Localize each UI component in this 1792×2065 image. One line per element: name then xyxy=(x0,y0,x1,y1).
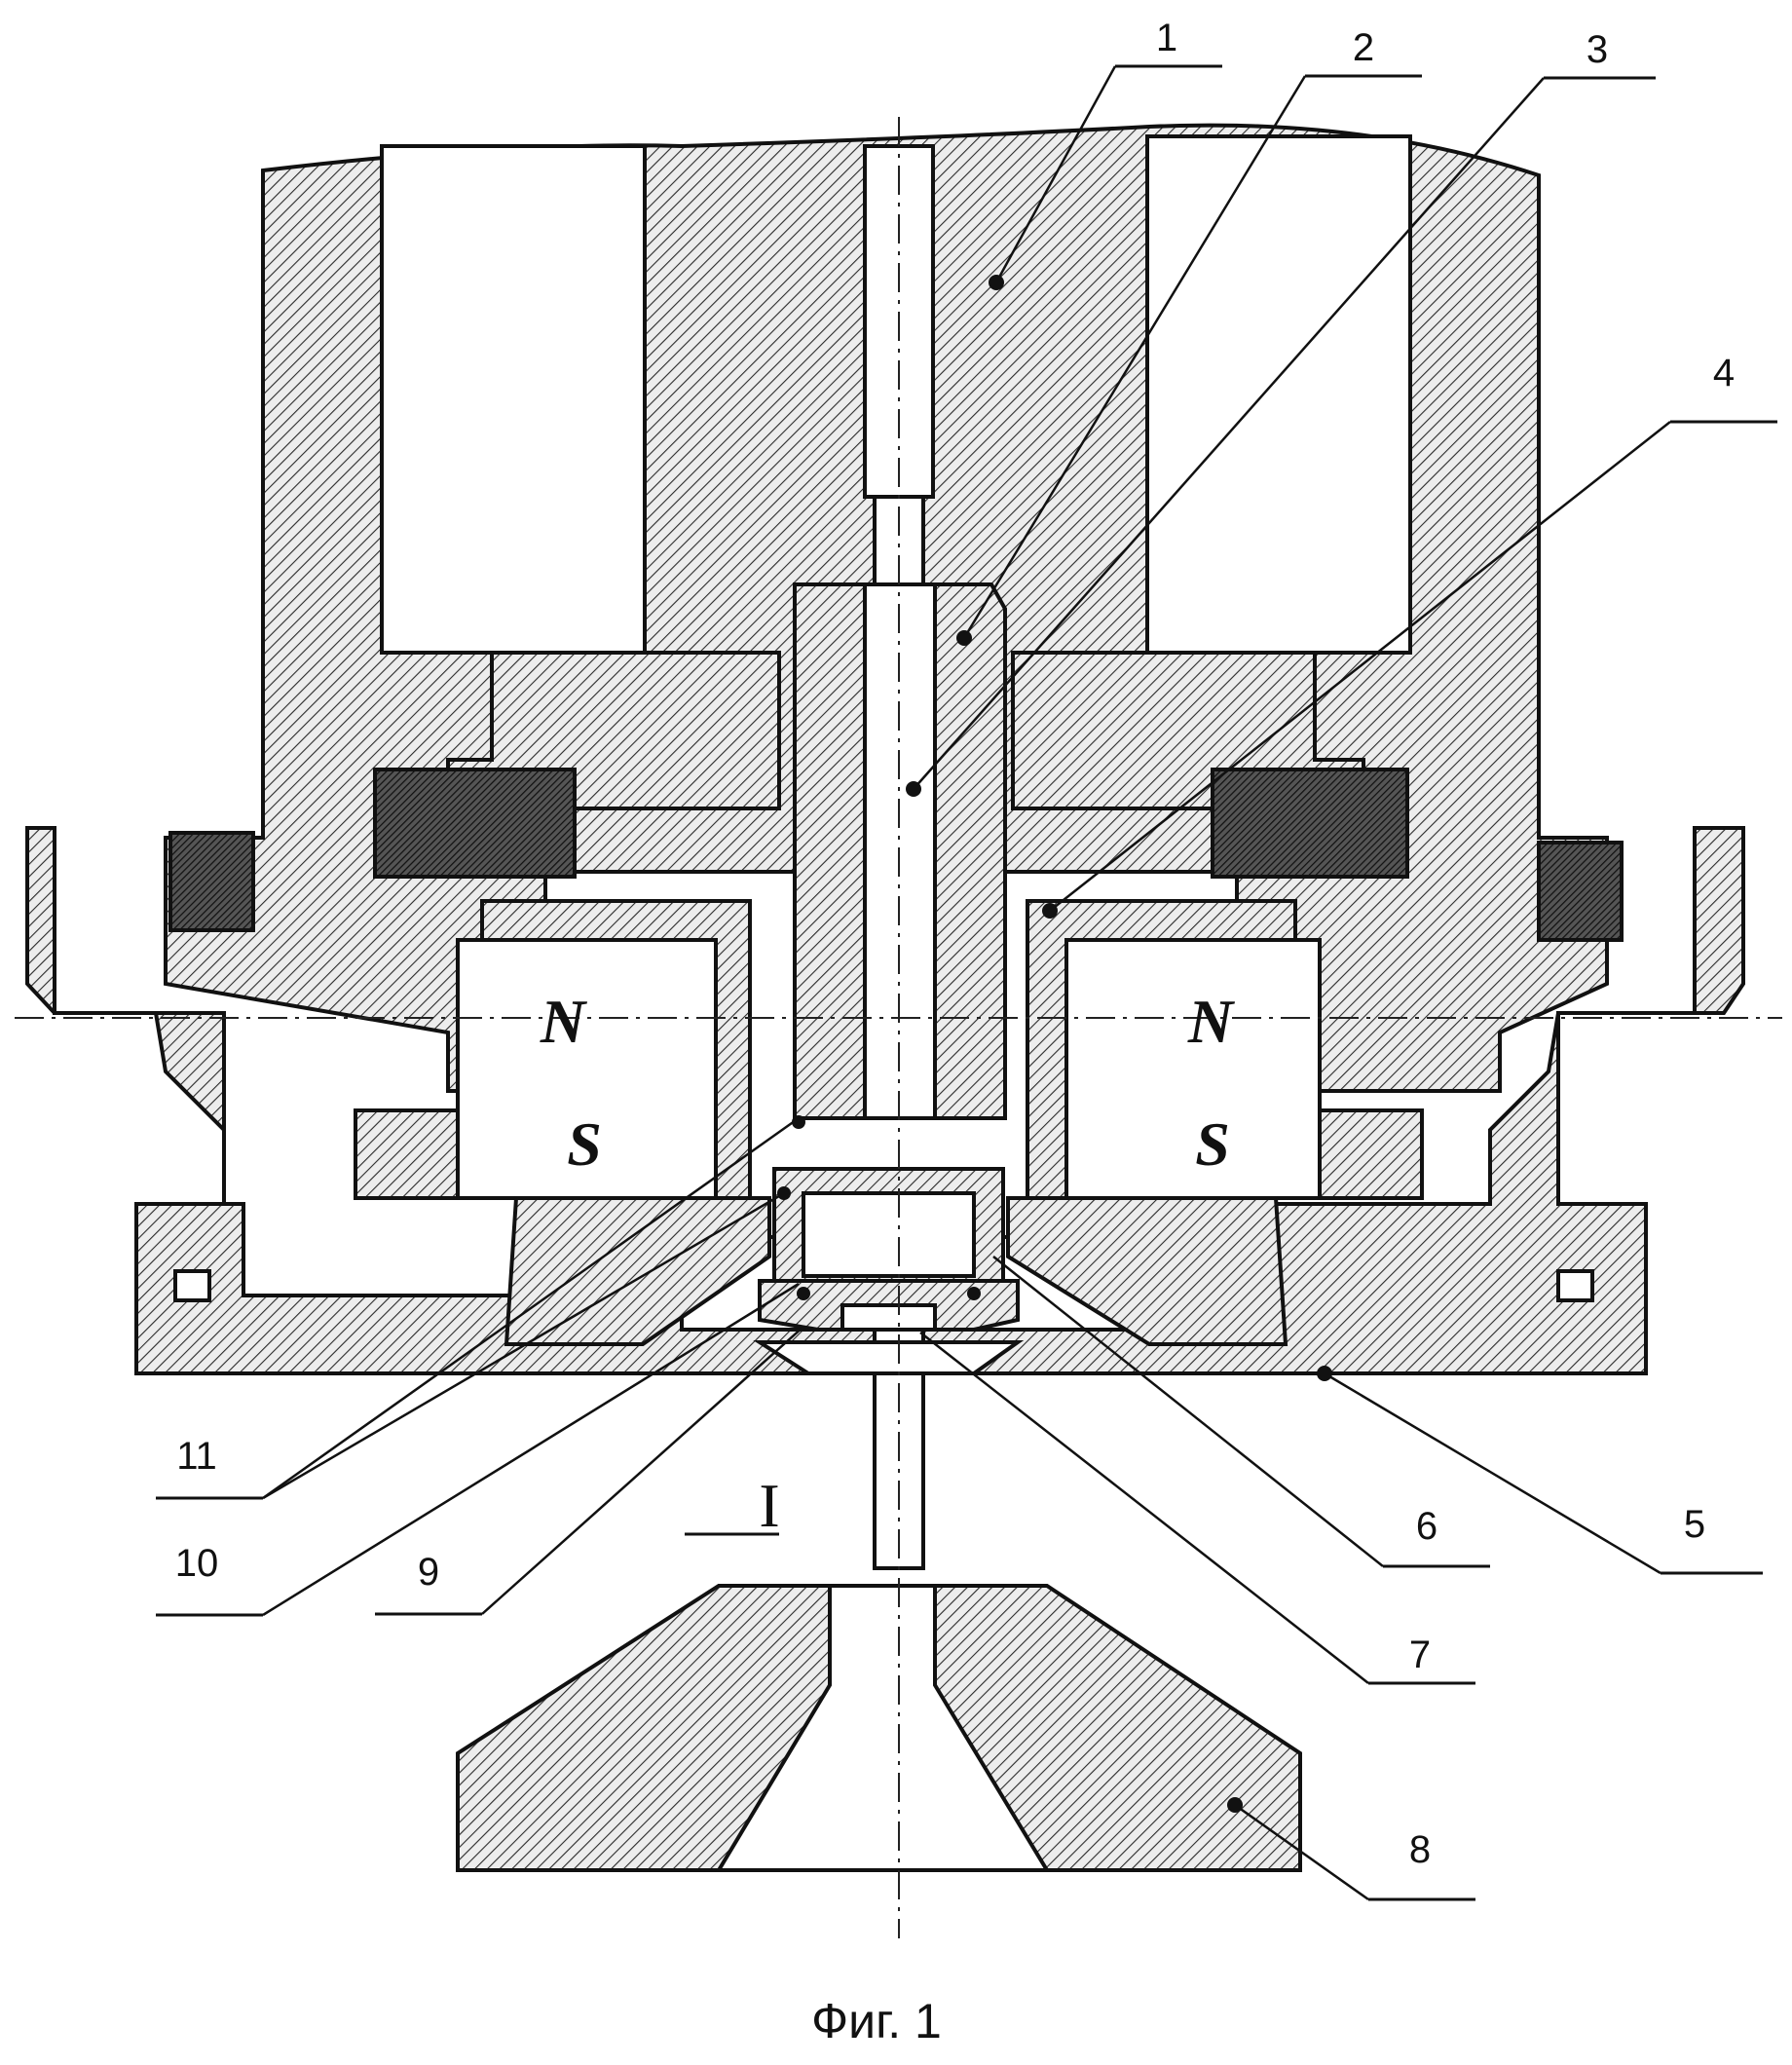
label-9: 9 xyxy=(418,1551,439,1594)
label-6: 6 xyxy=(1416,1505,1437,1548)
magnet-right-south: S xyxy=(1195,1109,1230,1179)
label-4: 4 xyxy=(1713,352,1735,394)
detail-marker: I xyxy=(759,1471,779,1540)
label-1: 1 xyxy=(1156,17,1177,59)
label-3: 3 xyxy=(1587,28,1608,71)
nozzle-assembly xyxy=(506,1169,1286,1373)
magnet-right-north: N xyxy=(1187,987,1236,1056)
label-7: 7 xyxy=(1409,1633,1431,1676)
part-8-counter-piece xyxy=(458,1586,1300,1870)
label-2: 2 xyxy=(1353,26,1374,69)
label-5: 5 xyxy=(1684,1503,1705,1546)
figure-caption: Фиг. 1 xyxy=(811,1994,942,2048)
label-10: 10 xyxy=(175,1542,219,1585)
label-11: 11 xyxy=(176,1435,217,1478)
magnet-left-north: N xyxy=(540,987,588,1056)
magnet-left-south: S xyxy=(567,1109,602,1179)
label-8: 8 xyxy=(1409,1828,1431,1871)
